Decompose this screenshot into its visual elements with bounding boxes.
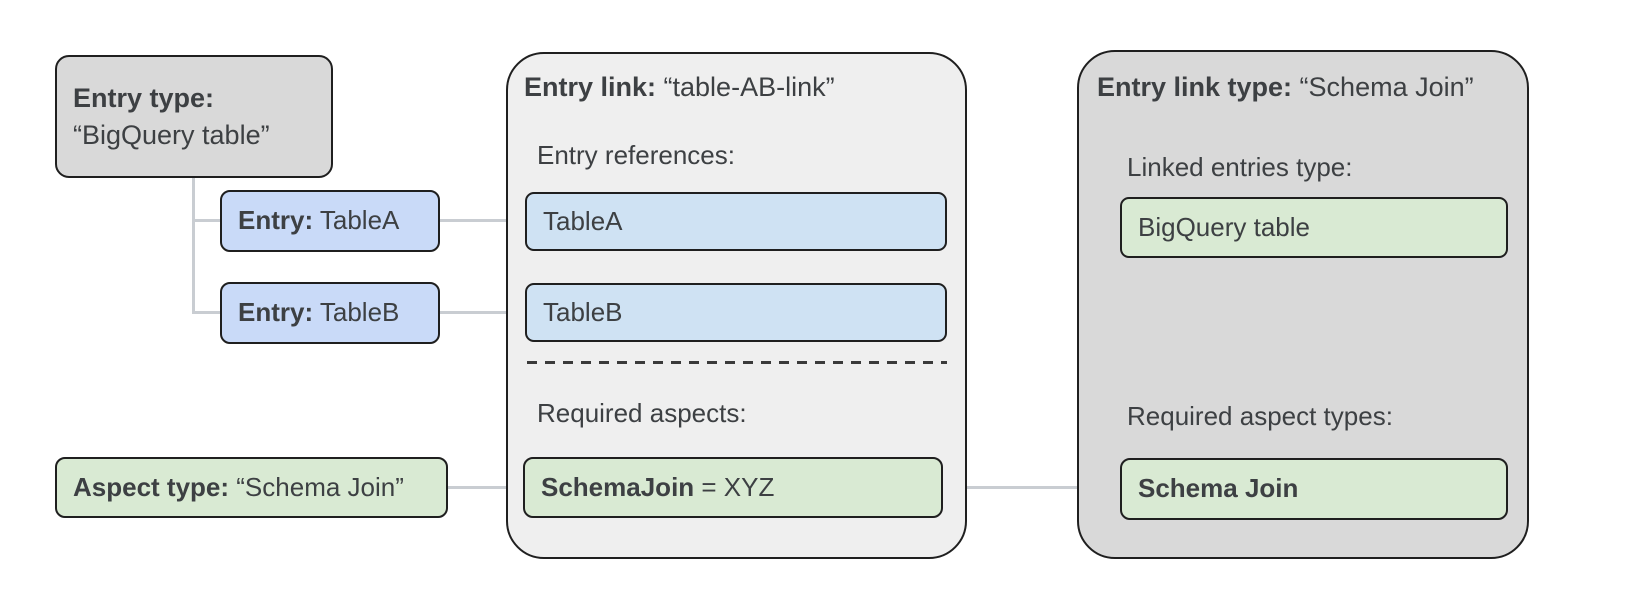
entry-b-text: Entry: TableB — [238, 297, 400, 328]
connector-entrytype-trunk — [192, 177, 195, 314]
connector-entrytype-to-entry-b — [192, 311, 222, 314]
entry-box-table-a: Entry: TableA — [220, 190, 440, 252]
required-aspect-value-box: SchemaJoin = XYZ — [523, 457, 943, 518]
entry-references-label: Entry references: — [537, 140, 735, 170]
entry-type-value: “BigQuery table” — [73, 119, 270, 150]
required-aspects-label: Required aspects: — [537, 398, 747, 428]
connector-entry-a-to-reference-a — [438, 219, 527, 222]
required-aspect-types-label: Required aspect types: — [1127, 401, 1393, 431]
aspect-type-text: Aspect type: “Schema Join” — [73, 471, 404, 502]
entry-reference-table-b: TableB — [525, 283, 947, 342]
linked-entries-type-value-box: BigQuery table — [1120, 197, 1508, 258]
entry-type-box: Entry type: “BigQuery table” — [55, 55, 333, 178]
connector-required-aspect-to-aspect-type-value — [941, 486, 1120, 489]
section-divider — [527, 361, 947, 364]
entry-type-label: Entry type: — [73, 82, 215, 113]
entry-a-text: Entry: TableA — [238, 205, 400, 236]
required-aspect-text: SchemaJoin = XYZ — [541, 471, 775, 502]
aspect-type-box: Aspect type: “Schema Join” — [55, 457, 448, 518]
entry-reference-table-a: TableA — [525, 192, 947, 251]
connector-aspect-type-to-required-aspect — [446, 486, 525, 489]
connector-entry-b-to-reference-b — [438, 311, 527, 314]
connector-entrytype-to-entry-a — [192, 219, 222, 222]
entry-link-title: Entry link: “table-AB-link” — [524, 72, 835, 102]
entry-box-table-b: Entry: TableB — [220, 282, 440, 344]
linked-entries-type-label: Linked entries type: — [1127, 152, 1353, 182]
required-aspect-type-value-box: Schema Join — [1120, 458, 1508, 520]
entry-link-type-title: Entry link type: “Schema Join” — [1097, 72, 1474, 102]
